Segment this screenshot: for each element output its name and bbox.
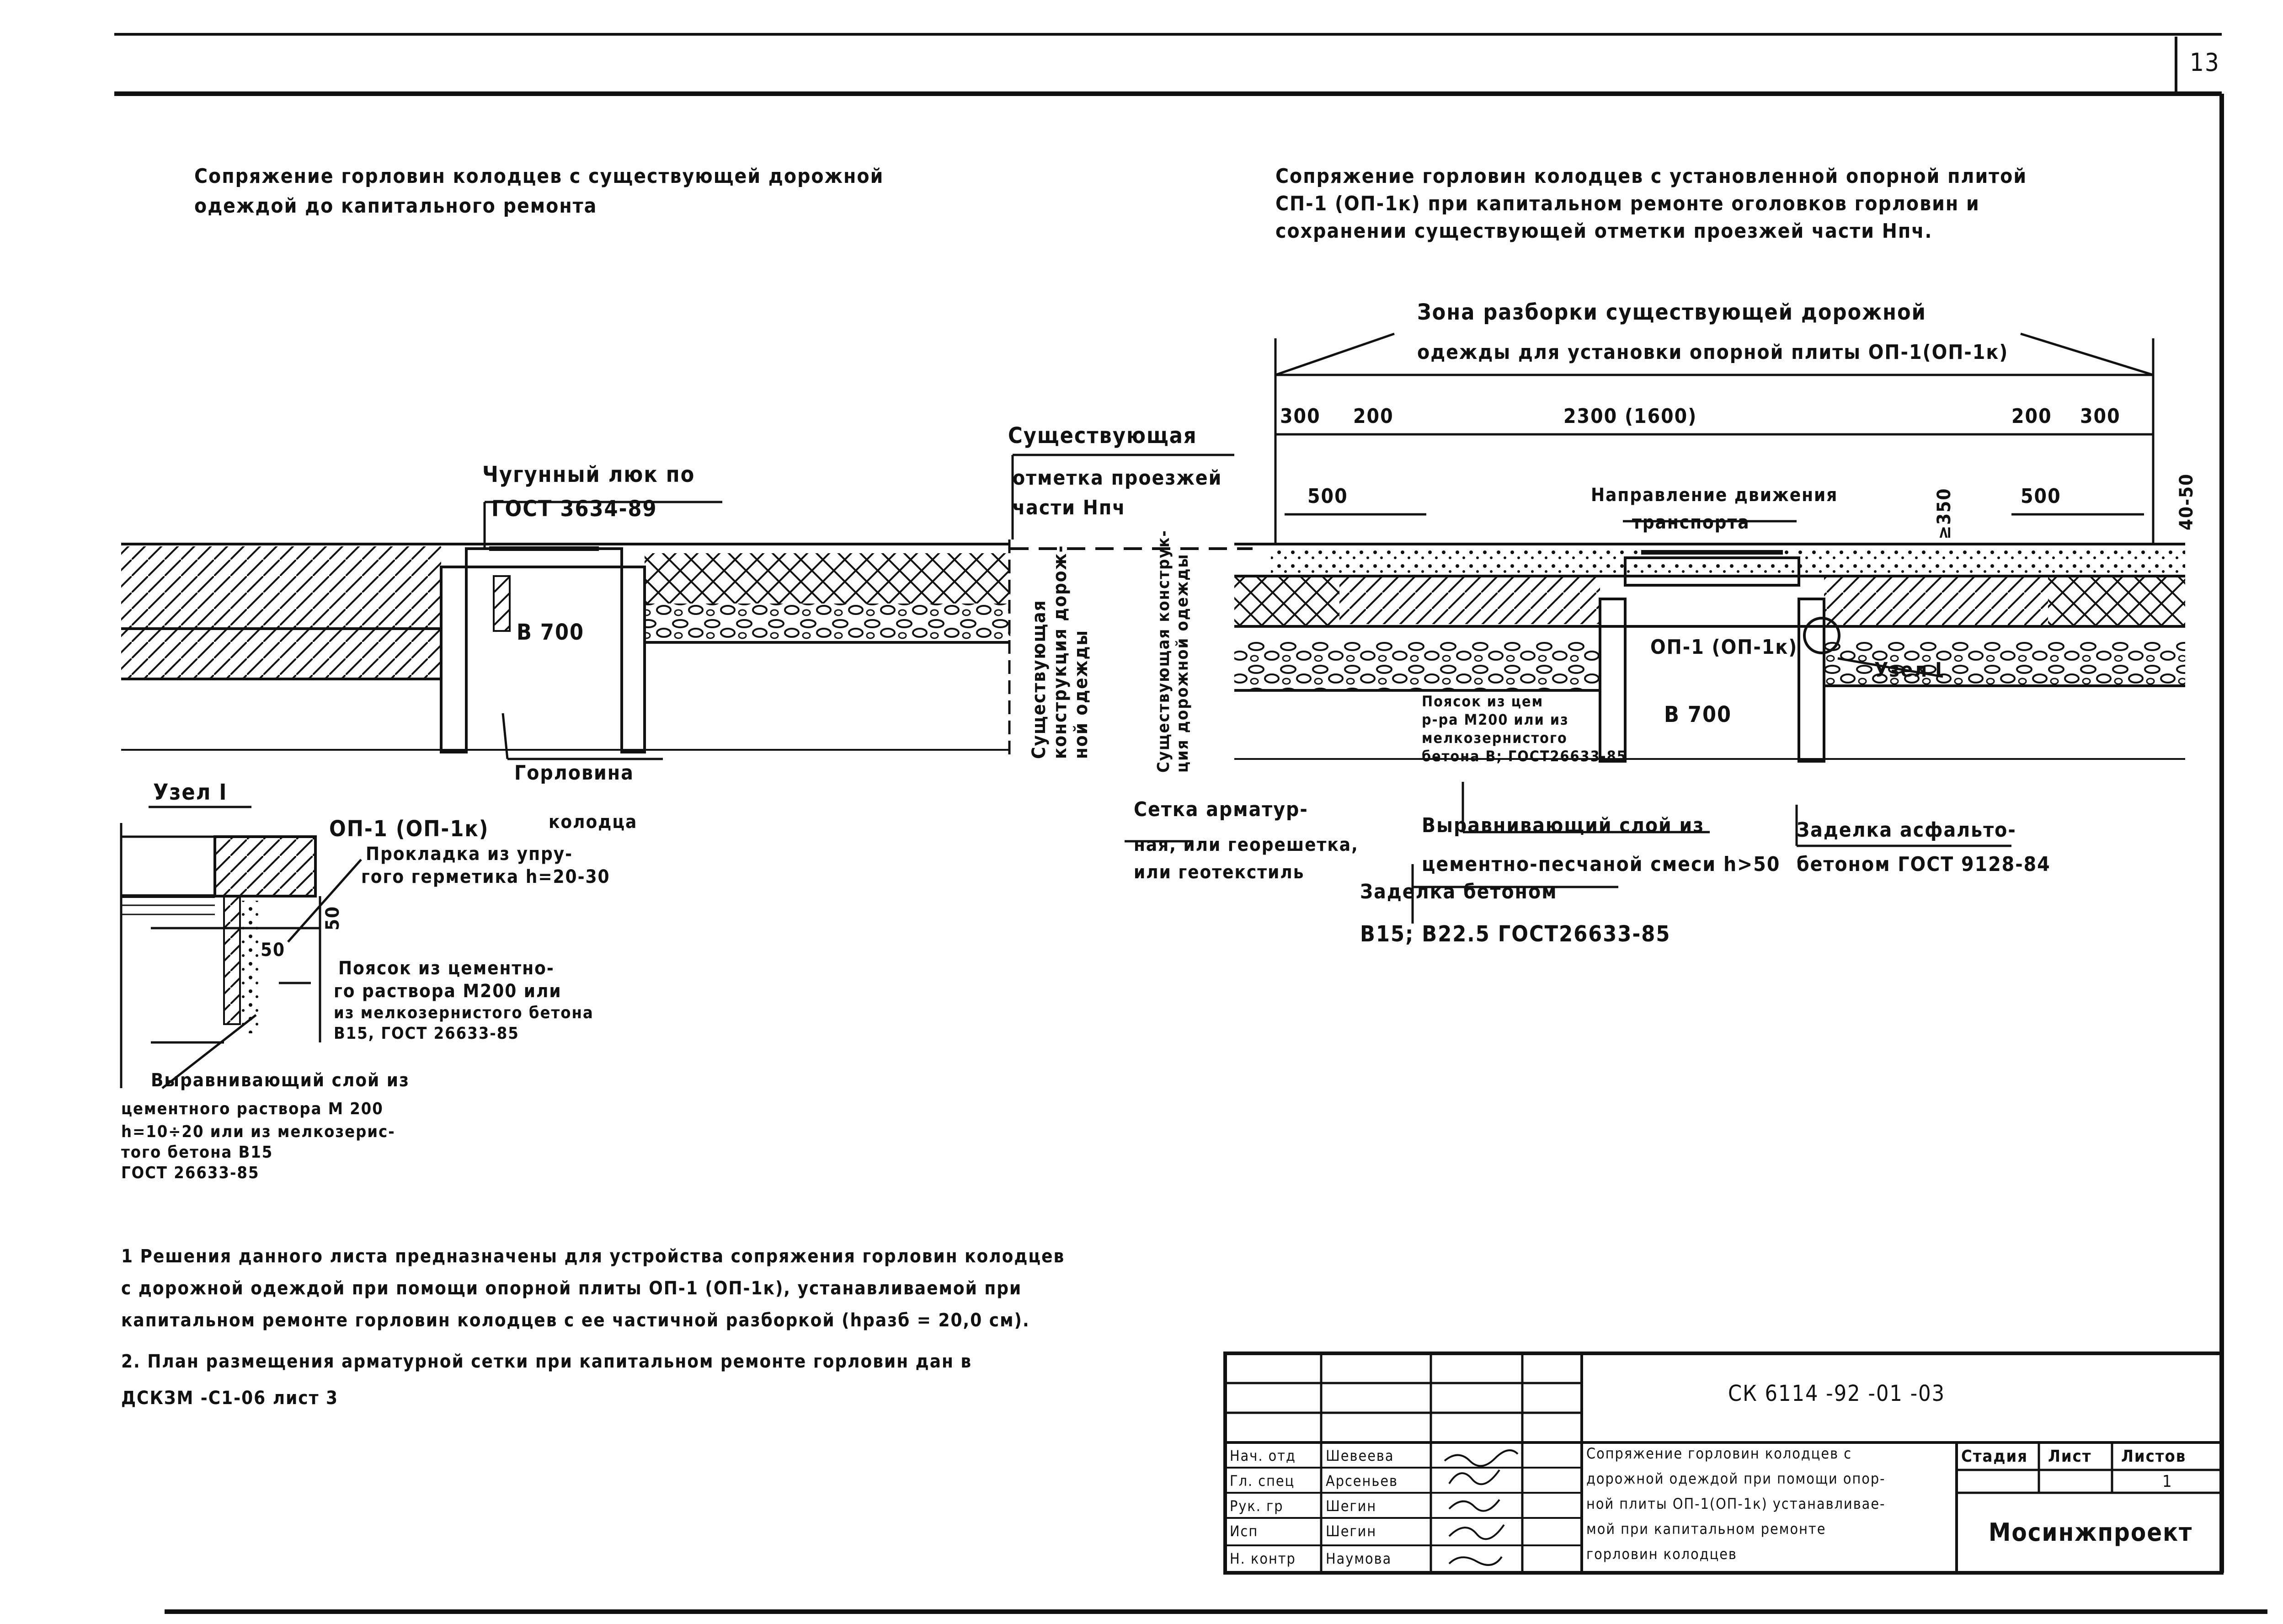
description-line2: дорожной одеждой при помощи опор- [1586,1470,1886,1487]
throat-label-line2: колодца [549,812,638,833]
signature-role: Нач. отд [1230,1447,1296,1464]
existing-construction-left-line3: ной одежды [1071,630,1092,759]
right-title-line2: СП-1 (ОП-1к) при капитальном ремонте ого… [1275,192,1980,215]
zone-line2: одежды для установки опорной плиты ОП-1(… [1417,341,2009,364]
concrete-line2: В15; В22.5 ГОСТ26633-85 [1360,921,1671,947]
hatch-label-line2: ГОСТ 3634-89 [491,496,657,522]
existing-construction-right: Существующая конструк- ция дорожной одеж… [1154,529,1192,773]
dim-500-left: 500 [1307,485,1348,508]
throat-label-line1: Горловина [514,761,634,785]
description-line3: ной плиты ОП-1(ОП-1к) устанавливае- [1586,1495,1886,1512]
right-belt-line2: р-ра М200 или из [1422,711,1569,728]
dim-center: 2300 (1600) [1563,405,1697,428]
existing-level-line1: Существующая [1008,423,1197,449]
signature-role: Гл. спец [1230,1472,1295,1490]
right-leveling-line2: цементно-песчаной смеси h>50 [1422,853,1781,876]
sheet-frame [114,33,2267,1614]
existing-level-line3: части Нпч [1013,496,1126,519]
signature-name: Арсеньев [1326,1472,1398,1490]
existing-level-line2: отметка проезжей [1013,466,1222,490]
existing-construction-right-line1: Существующая конструк- [1154,529,1173,773]
leveling-line3: h=10÷20 или из мелкозерис- [121,1122,395,1141]
direction-line2: транспорта [1632,512,1750,533]
left-road-section [121,454,1253,760]
leveling-line1: Выравнивающий слой из [151,1070,410,1091]
hatch-label-line1: Чугунный люк по [482,462,695,487]
description-line5: горловин колодцев [1586,1545,1737,1563]
mesh-line2: ная, или георешетка, [1134,834,1359,855]
signature-name: Шегин [1326,1522,1377,1540]
sheets-header: Листов [2121,1447,2187,1466]
signature-scribbles [1444,1449,1519,1566]
belt-line3: из мелкозернистого бетона [334,1004,594,1022]
node-ref: Узел I [1874,658,1943,682]
dim-350: ≥350 [1934,487,1955,540]
mesh-line1: Сетка арматур- [1134,798,1308,821]
signature-name: Шевеева [1326,1447,1394,1464]
note-line5: ДСКЗМ -С1-06 лист 3 [121,1388,339,1409]
signature-role: Рук. гр [1230,1497,1284,1515]
right-belt-line4: бетона В; ГОСТ26633-85 [1422,748,1627,765]
concrete-line1: Заделка бетоном [1360,880,1558,903]
dim-200-left: 200 [1353,405,1394,428]
right-belt-line3: мелкозернистого [1422,729,1568,747]
existing-construction-left: Существующая конструкция дорож- ной одеж… [1029,545,1092,759]
leveling-line2: цементного раствора М 200 [121,1100,384,1118]
note-line2: с дорожной одеждой при помощи опорной пл… [121,1278,1022,1299]
belt-line4: В15, ГОСТ 26633-85 [334,1024,519,1043]
dim-200-right: 200 [2011,405,2052,428]
mesh-line3: или геотекстиль [1134,862,1305,883]
leveling-line4: того бетона В15 [121,1143,273,1162]
gasket-line1: Прокладка из упру- [366,844,573,865]
left-title-line2: одеждой до капитального ремонта [194,194,597,218]
existing-construction-right-line2: ция дорожной одежды [1173,553,1192,773]
left-title-line1: Сопряжение горловин колодцев с существую… [194,165,884,188]
asphalt-line2: бетоном ГОСТ 9128-84 [1797,853,2051,876]
direction-line1: Направление движения [1591,485,1838,506]
description-line4: мой при капитальном ремонте [1586,1520,1826,1538]
right-title-line1: Сопряжение горловин колодцев с установле… [1275,165,2027,188]
signature-role: Н. контр [1230,1550,1296,1567]
existing-construction-left-line1: Существующая [1029,599,1050,759]
right-belt-line1: Поясок из цем [1422,693,1544,710]
right-title-line3: сохранении существующей отметки проезжей… [1275,219,1933,243]
dim-500-right: 500 [2021,485,2061,508]
sheet-number: 13 [2190,48,2220,77]
node-plate-label: ОП-1 (ОП-1к) [329,816,489,842]
node-dim-50-a: 50 [322,905,343,930]
right-leveling-line1: Выравнивающий слой из [1422,814,1705,837]
note-line1: 1 Решения данного листа предназначены дл… [121,1246,1065,1267]
node-dim-50-b: 50 [261,940,286,961]
asphalt-line1: Заделка асфальто- [1797,818,2016,842]
leveling-line5: ГОСТ 26633-85 [121,1164,260,1182]
signature-role: Исп [1230,1522,1259,1540]
signature-name: Шегин [1326,1497,1377,1515]
left-pipe-label: В 700 [517,620,585,645]
sheet-header: Лист [2048,1447,2092,1466]
node-title: Узел I [153,780,228,805]
description-line1: Сопряжение горловин колодцев с [1586,1445,1852,1462]
note-line4: 2. План размещения арматурной сетки при … [121,1351,972,1372]
node-i-detail [120,806,362,1089]
note-line3: капитальном ремонте горловин колодцев с … [121,1310,1030,1331]
existing-construction-left-line2: конструкция дорож- [1050,545,1071,759]
stage-header: Стадия [1961,1447,2028,1466]
dim-300-right: 300 [2080,405,2121,428]
zone-line1: Зона разборки существующей дорожной [1417,299,1926,325]
organization-name: Мосинжпроект [1989,1518,2193,1547]
title-block-lines [1223,1352,2224,1575]
right-road-section [1125,332,2185,924]
dim-40-50: 40-50 [2176,473,2197,530]
right-pipe-label: В 700 [1664,702,1732,727]
signature-name: Наумова [1326,1550,1392,1567]
document-code: СК 6114 -92 -01 -03 [1728,1381,1946,1406]
dim-300-left: 300 [1280,405,1321,428]
belt-line2: го раствора М200 или [334,981,562,1002]
gasket-line2: гого герметика h=20-30 [361,866,610,887]
right-plate-label: ОП-1 (ОП-1к) [1650,636,1798,659]
belt-line1: Поясок из цементно- [338,958,555,979]
sheets-count: 1 [2162,1472,2173,1491]
